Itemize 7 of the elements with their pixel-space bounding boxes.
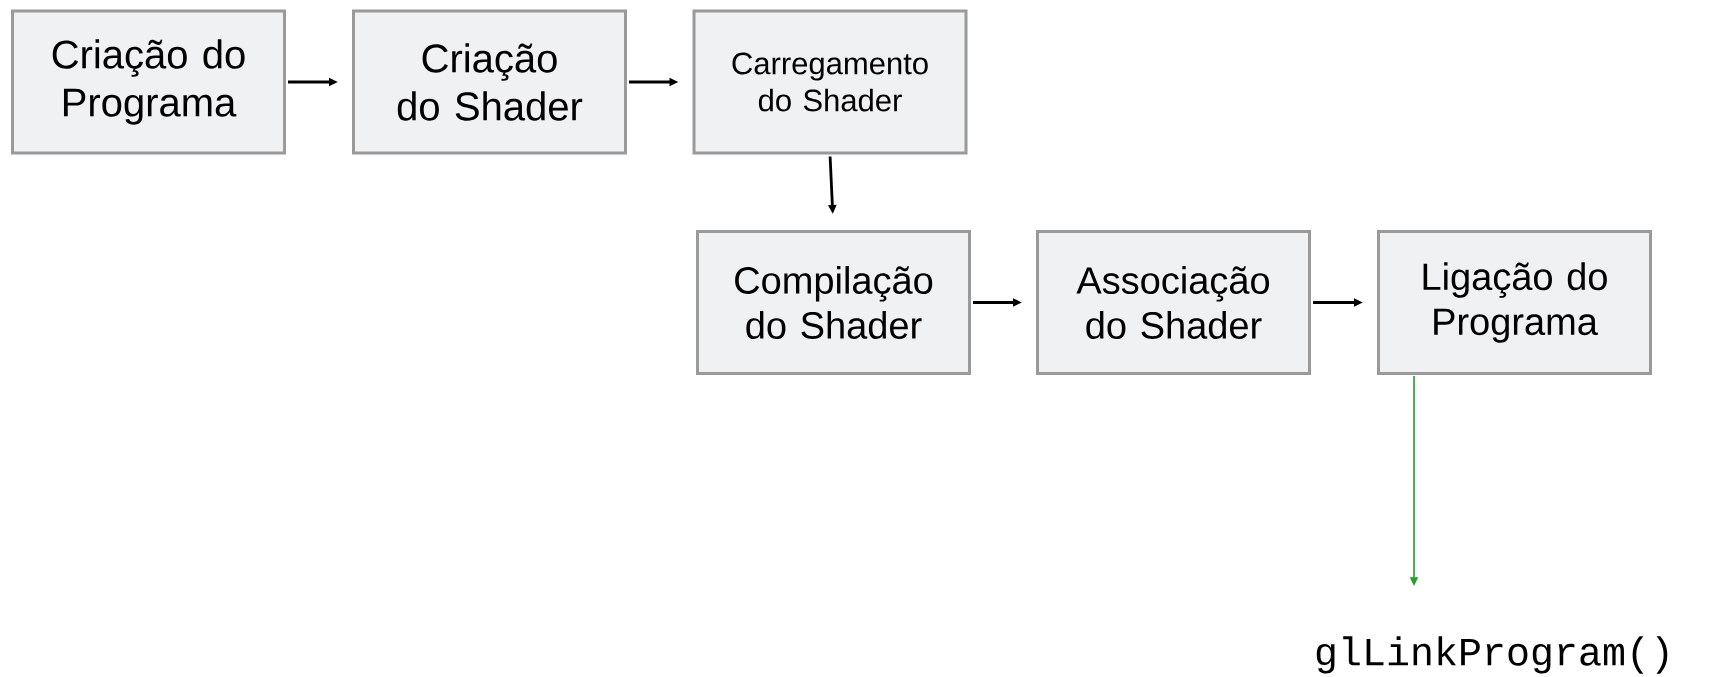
process-box: Ligação do Programa (1377, 230, 1652, 375)
process-box: Carregamento do Shader (692, 9, 968, 155)
process-box: Associação do Shader (1036, 230, 1311, 375)
process-box: Criação do Programa (11, 9, 286, 155)
process-box: Criação do Shader (352, 9, 627, 155)
code-label: glLinkProgram() (1316, 636, 1668, 674)
process-box: Compilação do Shader (696, 230, 971, 375)
